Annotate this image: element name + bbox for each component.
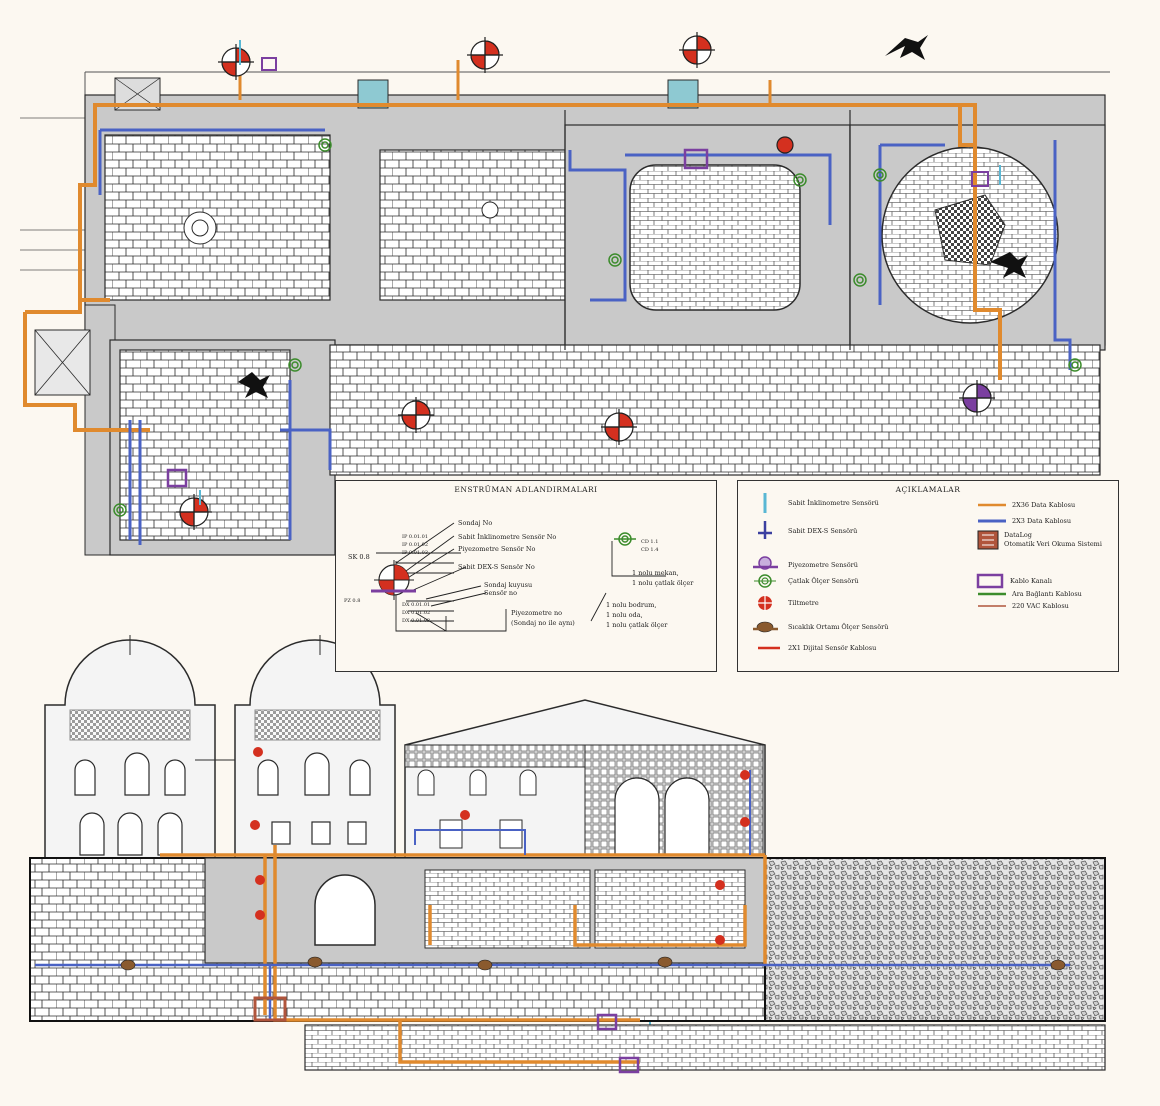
legend-target-symbol <box>371 560 416 600</box>
label-crack-note2: 1 nolu çatlak ölçer <box>632 579 694 587</box>
instrument-naming-legend: ENSTRÜMAN ADLANDIRMALARI SK 0.8 Sondaj N… <box>335 480 717 672</box>
label-sabit-dex-no: Sabit DEX-S Sensör No <box>458 563 535 571</box>
plan-view <box>20 32 1110 1035</box>
legend-item-dex: Sabit DEX-S Sensörü <box>788 527 858 535</box>
legend-item-cable-tray: Kablo Kanalı <box>1010 577 1052 585</box>
legend-item-auto-reading: Otomatik Veri Okuma Sistemi <box>1004 540 1102 548</box>
label-code-e: DX 0.01.02 <box>402 610 431 616</box>
label-crack-a: CD 1.1 <box>641 539 659 545</box>
instrument-callout-diagram <box>371 522 666 632</box>
label-sondaj-kuyusu: Sondaj kuyusu Sensör no <box>484 581 533 597</box>
label-piyezometre-sondaj2: (Sondaj no ile aynı) <box>511 619 575 627</box>
label-sk-code: SK 0.8 <box>348 553 370 561</box>
label-sondaj-no: Sondaj No <box>458 519 493 527</box>
legend-item-data-cable-3: 2X3 Data Kablosu <box>1012 517 1072 525</box>
label-crack-note3: 1 nolu bodrum, <box>606 601 657 609</box>
datalog-icon <box>977 530 999 550</box>
legend-item-tiltmeter: Tiltmetre <box>788 599 819 607</box>
label-code-f: DX 0.01.03 <box>402 618 431 624</box>
legend-item-bus-cable: Ara Bağlantı Kablosu <box>1012 590 1082 598</box>
instrument-legend-title: ENSTRÜMAN ADLANDIRMALARI <box>454 485 598 494</box>
label-code-g: PZ 0.8 <box>344 598 361 604</box>
explanations-legend-title: AÇIKLAMALAR <box>895 485 961 494</box>
label-code-c: IP 0.01.03 <box>402 550 429 556</box>
legend-crack-symbol <box>614 532 636 546</box>
legend-item-power-cable: 220 VAC Kablosu <box>1012 602 1069 610</box>
dex-sensor-icon <box>758 521 772 539</box>
explanations-symbols <box>753 493 1006 650</box>
label-code-a: IP 0.01.01 <box>402 534 429 540</box>
label-code-d: DX 0.01.01 <box>402 602 431 608</box>
cable-tray-icon <box>976 573 1004 589</box>
label-code-b: IP 0.01.02 <box>402 542 429 548</box>
legend-item-inclinometer: Sabit İnklinometre Sensörü <box>788 499 879 507</box>
label-crack-note5: 1 nolu çatlak ölçer <box>606 621 668 629</box>
crack-meter-icon <box>754 574 776 588</box>
legend-item-data-cable-36: 2X36 Data Kablosu <box>1012 501 1076 509</box>
label-crack-note1: 1 nolu mekan, <box>632 569 679 577</box>
legend-item-datalog: DataLog <box>1004 531 1032 539</box>
section-view <box>29 635 1106 1074</box>
label-piyezometre-no: Piyezometre Sensör No <box>458 545 536 553</box>
label-crack-note4: 1 nolu oda, <box>606 611 643 619</box>
legend-item-piezometer: Piyezometre Sensörü <box>788 561 858 569</box>
label-piyezometre-sondaj: Piyezometre no <box>511 609 563 617</box>
legend-item-temperature: Sıcaklık Ortamı Ölçer Sensörü <box>788 623 889 631</box>
tiltmeter-icon <box>757 595 773 611</box>
legend-item-digital-cable: 2X1 Dijital Sensör Kablosu <box>788 644 877 652</box>
label-crack-b: CD 1.4 <box>641 547 659 553</box>
explanations-legend: AÇIKLAMALAR Sabit İnklinometre Sensörü S… <box>737 480 1119 672</box>
piezometer-icon <box>753 556 778 570</box>
label-sabit-inkl-no: Sabit İnklinometre Sensör No <box>458 533 557 541</box>
temperature-sensor-icon <box>753 621 778 633</box>
legend-item-crack-meter: Çatlak Ölçer Sensörü <box>788 577 859 585</box>
